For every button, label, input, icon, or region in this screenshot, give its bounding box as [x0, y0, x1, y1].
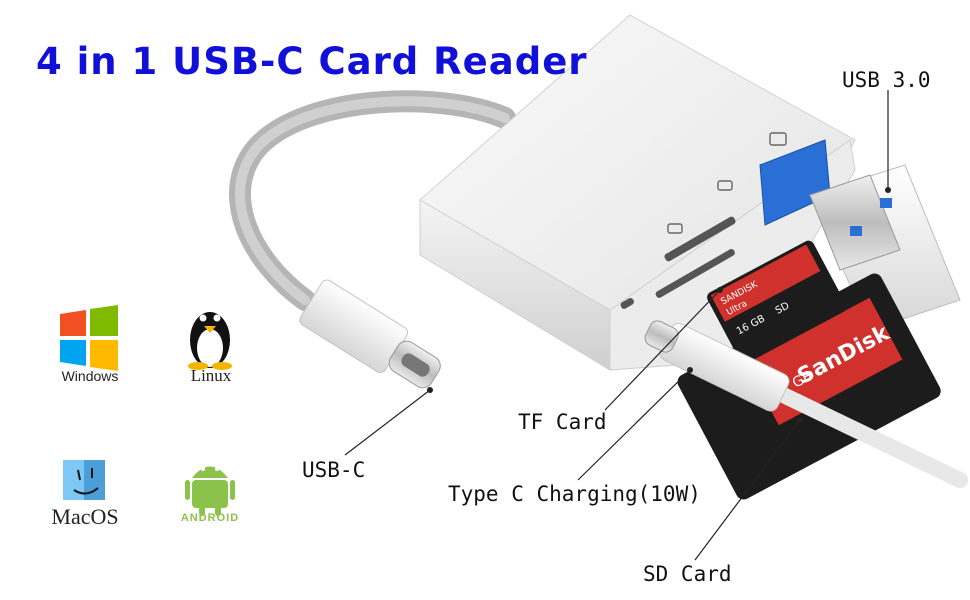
label-linux: Linux — [190, 366, 232, 385]
label-type-c-charging: Type C Charging(10W) — [448, 482, 701, 506]
label-macos: MacOS — [51, 504, 119, 529]
label-windows: Windows — [61, 368, 119, 384]
windows-logo-icon — [60, 305, 118, 371]
usb-c-plug — [299, 279, 441, 389]
usb-3-plug — [809, 164, 961, 331]
leader-sd — [694, 419, 801, 561]
page-title: 4 in 1 USB-C Card Reader — [36, 40, 588, 83]
leader-usbc — [344, 389, 431, 456]
leader-typec — [577, 369, 691, 481]
linux-penguin-icon — [188, 312, 232, 370]
label-usb-c: USB-C — [302, 458, 366, 482]
type-c-charging-cable — [644, 320, 968, 488]
label-sd-card: SD Card — [643, 562, 732, 586]
label-android: ANDROID — [180, 512, 240, 524]
android-robot-icon — [185, 466, 235, 516]
tf-card: SANDISK Ultra 16 GB SD — [707, 240, 847, 364]
label-usb3: USB 3.0 — [842, 68, 931, 92]
macos-finder-icon — [63, 460, 105, 500]
leader-tf — [604, 289, 721, 411]
label-tf-card: TF Card — [518, 410, 607, 434]
